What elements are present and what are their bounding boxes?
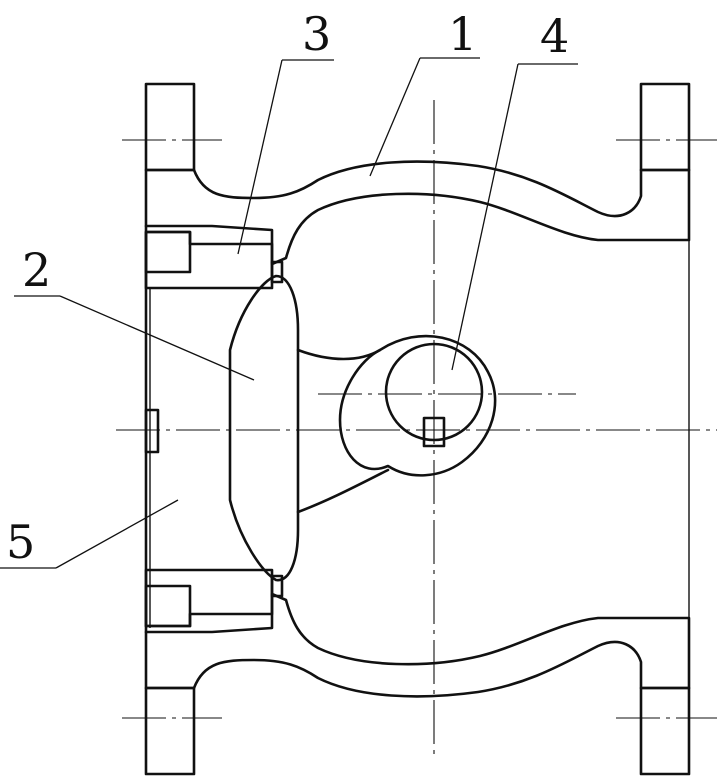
- leader-line-5: [56, 500, 178, 568]
- part-label-shaft: 4: [540, 9, 569, 63]
- part-label-bore: 5: [6, 515, 35, 569]
- seat-ring-upper: [146, 232, 272, 288]
- valve-body-lower-wall: [146, 594, 689, 696]
- flange-top-left: [146, 84, 194, 170]
- leader-line-4: [452, 64, 518, 370]
- flange-top-right: [641, 84, 689, 170]
- valve-body-upper-wall: [146, 162, 689, 264]
- leader-line-3: [238, 60, 282, 254]
- seat-ring-lower: [146, 570, 272, 626]
- flange-bottom-right: [641, 688, 689, 774]
- part-label-seat-ring: 3: [302, 7, 331, 61]
- leader-line-2: [60, 296, 254, 380]
- leader-line-1: [370, 58, 420, 176]
- disc-arm-lower: [298, 470, 388, 512]
- disc: [230, 276, 298, 580]
- flange-bottom-left: [146, 688, 194, 774]
- part-label-disc: 2: [22, 243, 51, 297]
- seat-face-upper: [272, 262, 282, 282]
- part-label-body: 1: [448, 7, 477, 61]
- retainer-lug: [146, 410, 158, 452]
- seat-ring-upper-step: [146, 232, 190, 272]
- seat-ring-lower-step: [146, 586, 190, 626]
